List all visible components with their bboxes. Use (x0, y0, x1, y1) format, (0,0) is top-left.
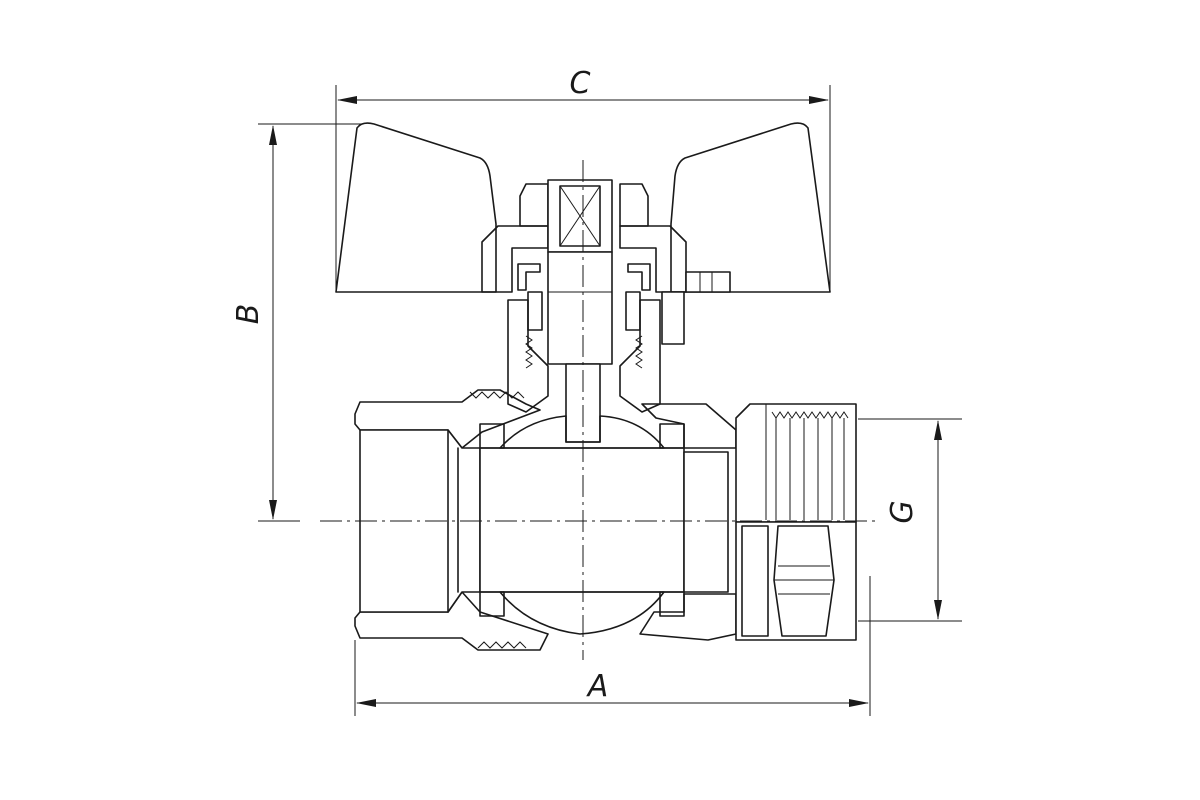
ball (499, 415, 665, 635)
bonnet-neck (507, 291, 661, 413)
butterfly-handle (335, 122, 831, 293)
stem-shaft (547, 251, 613, 443)
label-b: B (231, 304, 266, 325)
bore (359, 429, 729, 613)
handle-nut (481, 183, 731, 345)
union-nut (735, 403, 857, 641)
seat-rings (479, 423, 685, 617)
label-c: C (570, 66, 591, 101)
center-lines (320, 160, 876, 660)
label-g: G (885, 500, 920, 523)
label-a: A (586, 669, 609, 704)
dimension-lines (258, 85, 962, 716)
stem-head (547, 179, 613, 253)
